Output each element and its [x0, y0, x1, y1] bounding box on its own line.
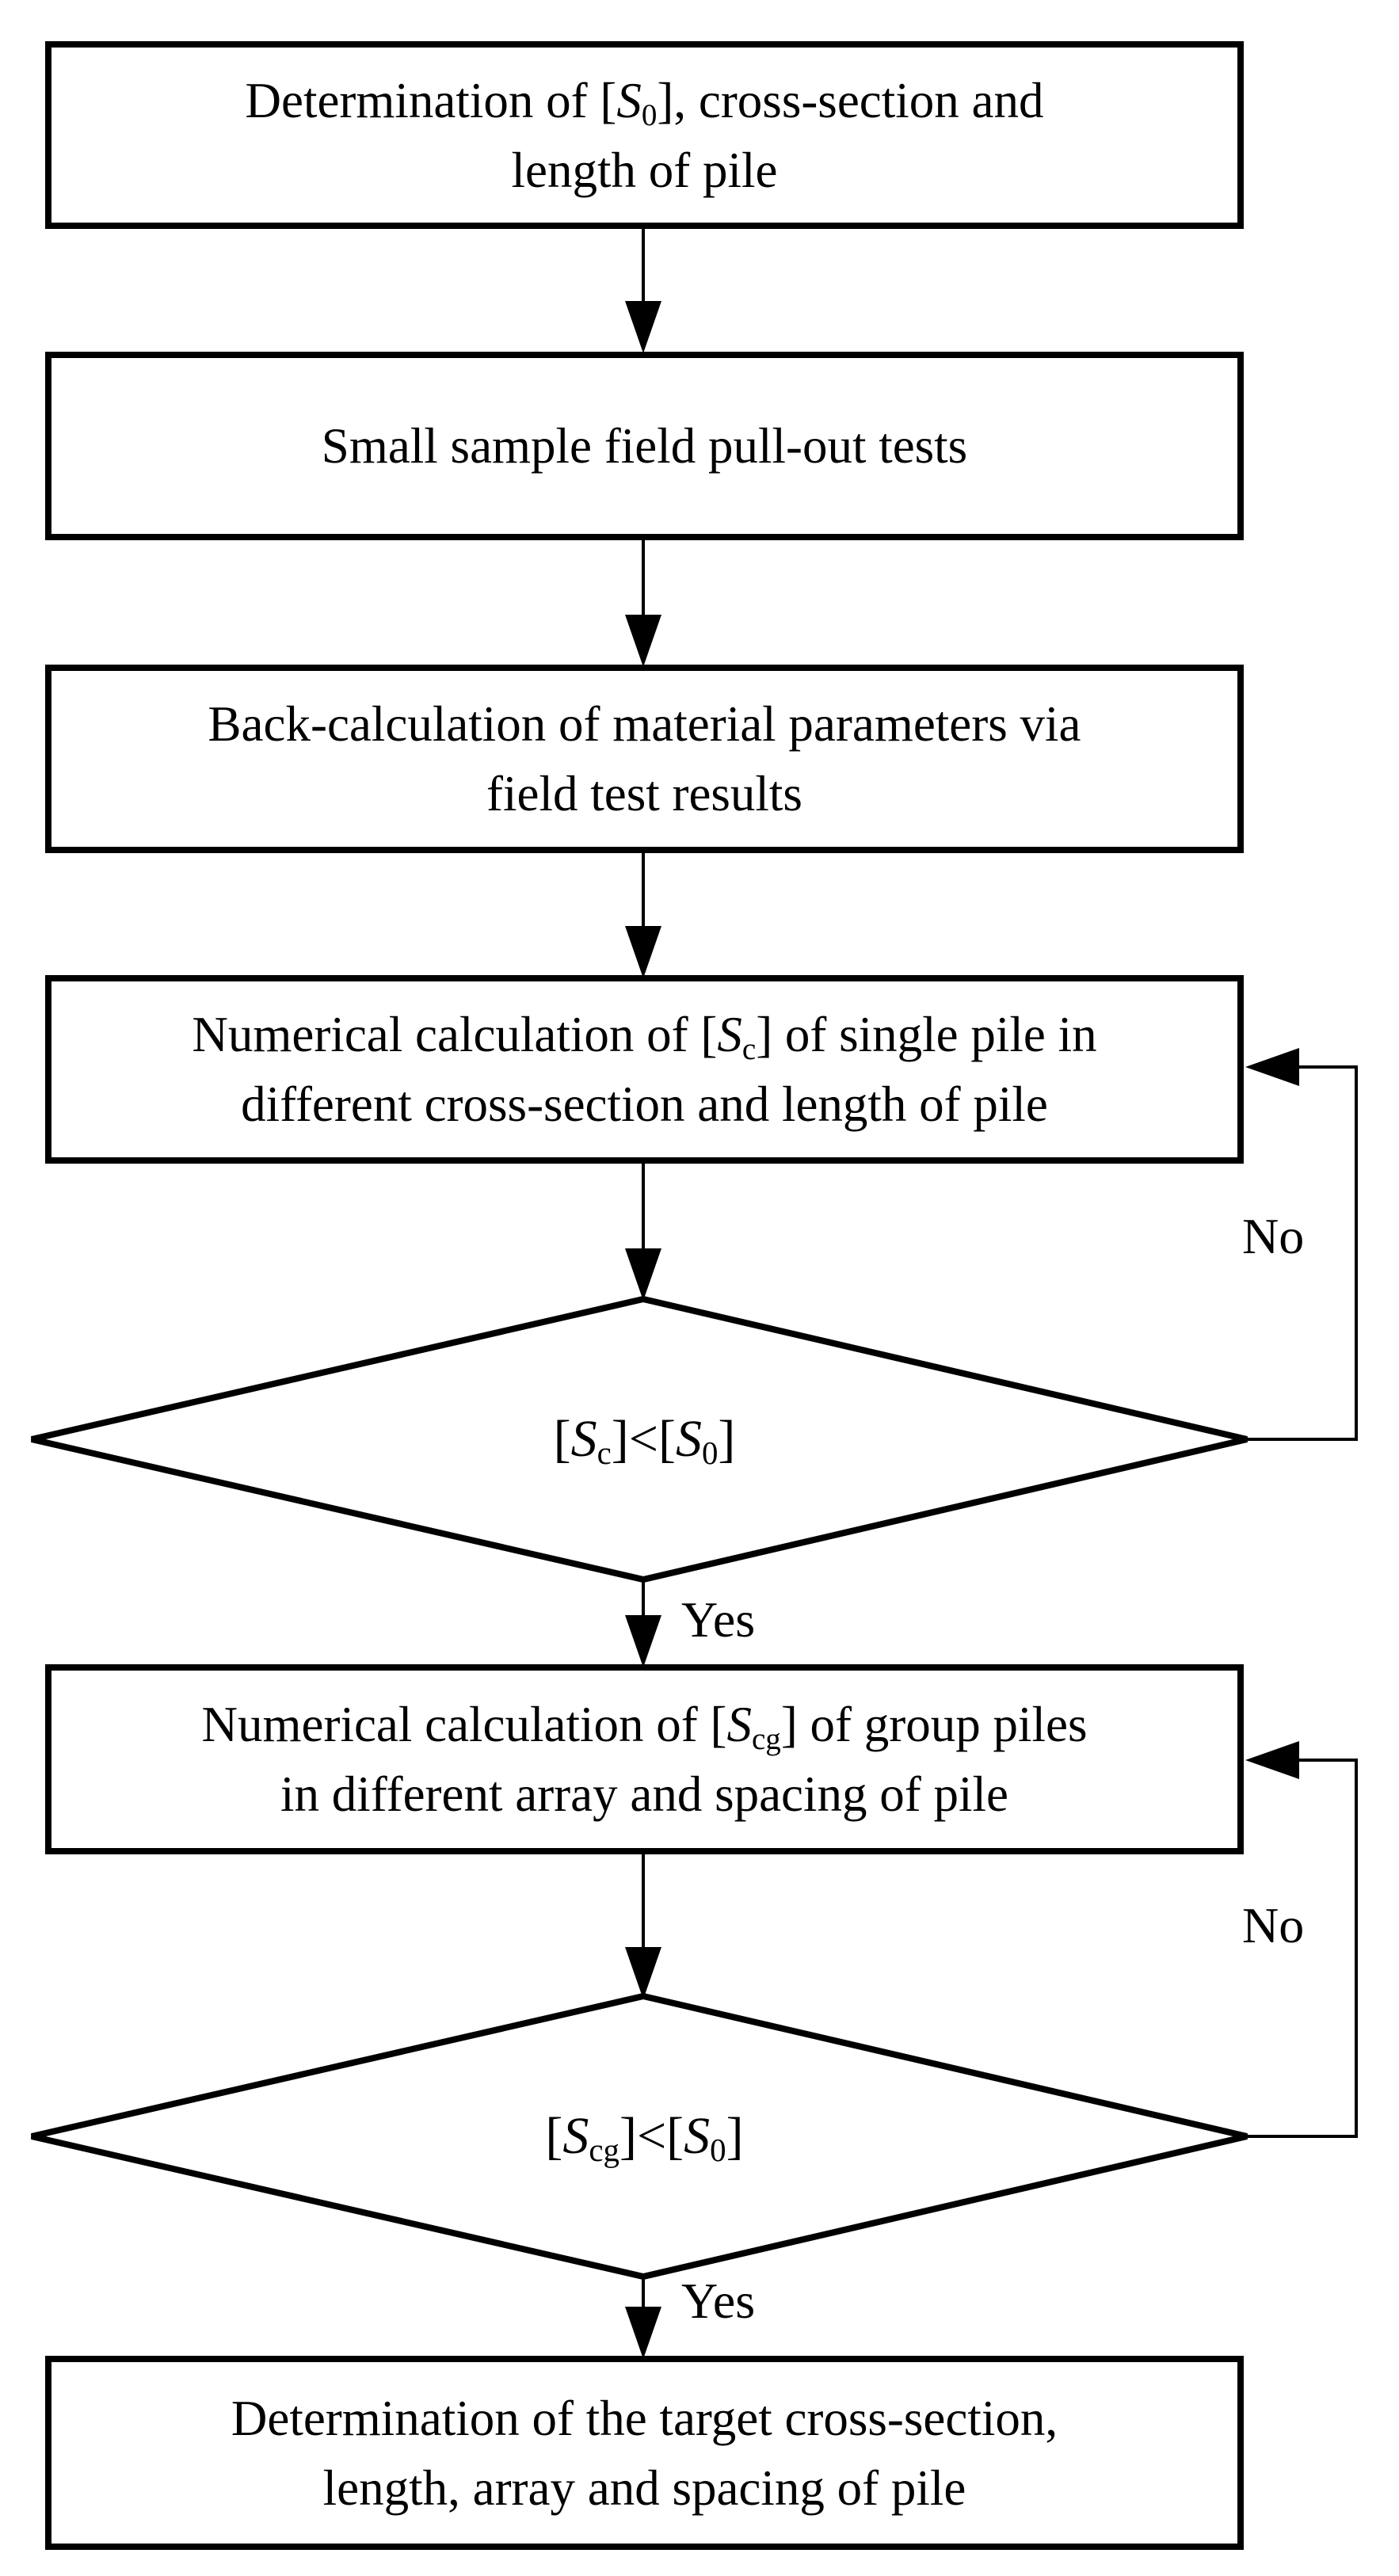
flow-arrow-6 — [625, 1851, 661, 1999]
flow-arrow-4 — [625, 1160, 661, 1301]
process-box-numerical-single-pile: Numerical calculation of [Sc] of single … — [45, 975, 1244, 1164]
flow-arrow-2 — [625, 537, 661, 667]
process-box-label: Back-calculation of material parameters … — [208, 696, 1081, 821]
arrowhead-left-icon — [1245, 1741, 1299, 1779]
decision-diamond-single-pile-shape — [31, 1295, 1248, 1583]
process-box-label: Numerical calculation of [Sc] of single … — [192, 1007, 1097, 1132]
no-loop-2 — [1245, 1741, 1358, 2138]
yes-label-2: Yes — [681, 2273, 756, 2329]
arrowhead-left-icon — [1245, 1048, 1299, 1086]
no-loop-line — [1245, 1065, 1358, 1441]
arrowhead-down-icon — [625, 615, 661, 667]
yes-label-1: Yes — [681, 1591, 756, 1648]
arrowhead-down-icon — [625, 1248, 661, 1301]
no-loop-line — [1245, 1759, 1358, 2138]
process-box-numerical-group-piles: Numerical calculation of [Scg] of group … — [45, 1664, 1244, 1854]
decision-diamond-group-piles-shape — [31, 1992, 1248, 2281]
process-box-field-pull-out-tests: Small sample field pull-out tests — [45, 352, 1244, 540]
process-box-label: Small sample field pull-out tests — [321, 418, 968, 474]
process-box-label: Determination of the target cross-sectio… — [231, 2390, 1058, 2516]
arrowhead-down-icon — [625, 926, 661, 978]
process-box-label: Determination of [S0], cross-section and… — [245, 72, 1044, 198]
arrowhead-down-icon — [625, 2307, 661, 2359]
process-box-determination-s0: Determination of [S0], cross-section and… — [45, 41, 1244, 229]
flow-arrow-3 — [625, 850, 661, 978]
flow-arrow-1 — [625, 226, 661, 353]
no-label-2: No — [1242, 1897, 1305, 1953]
process-box-back-calculation: Back-calculation of material parameters … — [45, 665, 1244, 853]
arrowhead-down-icon — [625, 1615, 661, 1667]
no-loop-1 — [1245, 1048, 1358, 1441]
arrowhead-down-icon — [625, 1947, 661, 1999]
process-box-label: Numerical calculation of [Scg] of group … — [201, 1697, 1088, 1822]
flow-arrow-yes-1 — [625, 1580, 661, 1667]
flow-arrow-yes-2 — [625, 2277, 661, 2359]
process-box-determination-target: Determination of the target cross-sectio… — [45, 2356, 1244, 2550]
arrowhead-down-icon — [625, 301, 661, 353]
no-label-1: No — [1242, 1208, 1305, 1264]
